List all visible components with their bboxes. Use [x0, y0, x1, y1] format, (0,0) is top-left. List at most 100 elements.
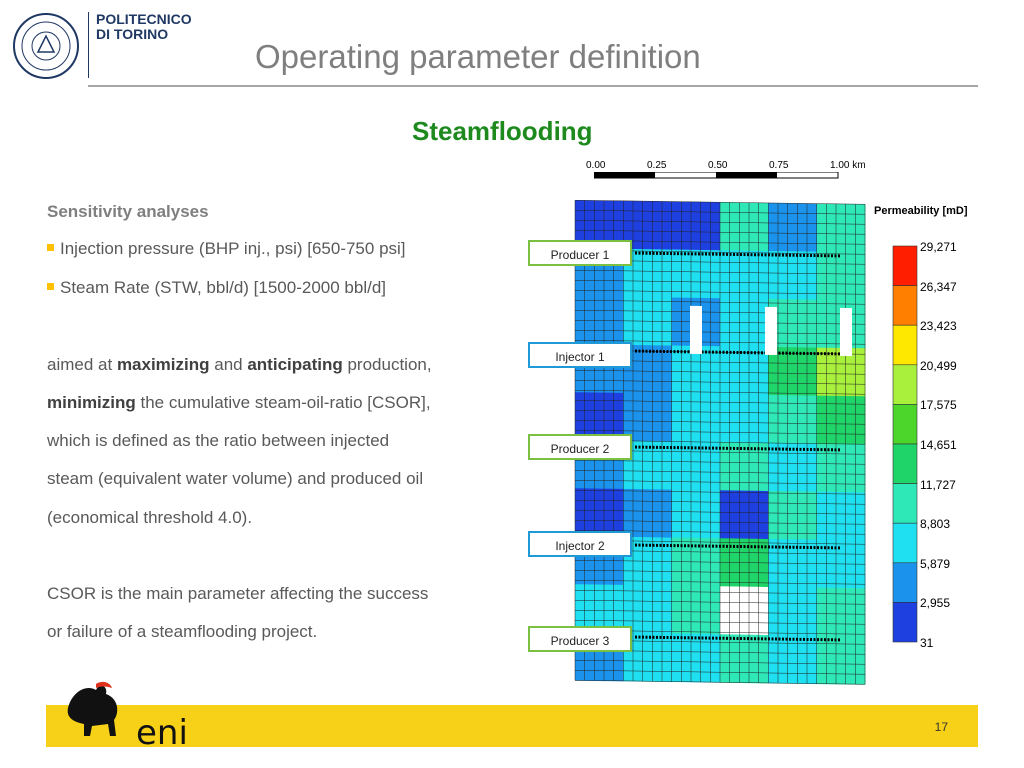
grid-block	[720, 442, 769, 492]
well-trajectory	[635, 349, 840, 356]
grid-line	[575, 389, 865, 395]
grid-block	[768, 346, 818, 397]
sensitivity-heading: Sensitivity analyses	[47, 202, 209, 221]
text-bold: maximizing	[116, 355, 210, 374]
text-bold: anticipating	[247, 355, 343, 374]
page-number: 17	[934, 720, 948, 734]
legend-swatch	[892, 562, 918, 603]
grid-line	[575, 309, 865, 315]
grid-line	[575, 579, 865, 585]
grid-line	[575, 399, 865, 405]
reservoir-grid-model	[574, 199, 866, 685]
legend-swatch	[892, 245, 918, 286]
legend-label: 20,499	[920, 358, 957, 373]
paragraph-line: minimizing the cumulative steam-oil-rati…	[47, 393, 527, 413]
grid-line	[575, 529, 865, 535]
grid-line	[575, 229, 865, 235]
grid-block	[720, 538, 769, 588]
grid-line	[575, 279, 865, 285]
legend-label: 17,575	[920, 398, 957, 413]
scale-bar	[594, 172, 839, 179]
bullet-injection-pressure: Injection pressure (BHP inj., psi) [650-…	[47, 239, 527, 259]
grid-line	[575, 409, 865, 415]
legend-swatch	[892, 522, 918, 564]
well-trajectory	[635, 635, 840, 642]
well-trajectory	[635, 445, 840, 452]
legend-label: 8,803	[920, 517, 951, 532]
scale-label: 0.75	[769, 160, 789, 171]
grid-block	[623, 632, 673, 683]
well-trajectory	[635, 251, 840, 258]
legend-label: 26,347	[920, 279, 957, 294]
grid-line	[575, 299, 865, 305]
text-bold: minimizing	[47, 393, 136, 412]
grid-block	[623, 296, 673, 347]
well-segment-marker	[690, 305, 702, 354]
grid-block	[816, 395, 866, 445]
legend-swatch	[892, 602, 918, 643]
grid-block	[768, 586, 818, 637]
text-run: the cumulative steam-oil-ratio [CSOR],	[135, 393, 431, 412]
title-rule	[88, 85, 978, 87]
grid-block	[623, 584, 673, 635]
slide-subtitle: Steamflooding	[412, 116, 593, 146]
grid-block	[575, 488, 624, 538]
grid-line	[575, 489, 865, 495]
grid-block	[768, 634, 818, 685]
footer-bar	[46, 705, 978, 747]
scale-label: 1.00 km	[830, 160, 866, 171]
well-label-injector-2: Injector 2	[528, 531, 632, 557]
grid-line	[575, 329, 865, 335]
grid-block	[720, 394, 769, 444]
politecnico-seal-logo	[13, 13, 79, 79]
grid-line	[575, 669, 865, 675]
grid-line	[575, 479, 865, 485]
bullet-steam-rate: Steam Rate (STW, bbl/d) [1500-2000 bbl/d…	[47, 278, 527, 298]
grid-line	[575, 679, 865, 685]
grid-line	[575, 609, 865, 615]
grid-line	[575, 269, 865, 275]
grid-block	[768, 442, 818, 493]
grid-line	[575, 659, 865, 665]
grid-block	[671, 393, 721, 443]
well-trajectory	[635, 543, 840, 550]
text-run: production,	[342, 355, 432, 374]
well-segment-marker	[765, 306, 777, 356]
bullet-text: Steam Rate (STW, bbl/d) [1500-2000 bbl/d…	[60, 278, 387, 297]
legend-label: 31	[920, 636, 934, 650]
legend-label: 2,955	[920, 596, 951, 611]
well-label-producer-3: Producer 3	[528, 626, 632, 652]
legend-swatch	[892, 285, 918, 326]
grid-block	[623, 344, 673, 395]
text-run: and	[209, 355, 248, 374]
university-line2: DI TORINO	[96, 26, 169, 42]
grid-block	[720, 346, 769, 396]
well-label-producer-1: Producer 1	[528, 240, 632, 266]
grid-line	[575, 469, 865, 475]
grid-line	[575, 219, 865, 225]
paragraph-line: or failure of a steamflooding project.	[47, 622, 318, 641]
grid-line	[575, 319, 865, 325]
grid-block	[816, 587, 866, 637]
grid-line	[575, 599, 865, 605]
grid-line	[575, 369, 865, 375]
legend-label: 14,651	[920, 438, 957, 452]
grid-line	[575, 459, 865, 465]
legend-swatch	[892, 404, 918, 445]
grid-line	[575, 419, 865, 425]
legend-label: 11,727	[920, 477, 956, 492]
paragraph-line: which is defined as the ratio between in…	[47, 431, 390, 450]
grid-block	[768, 490, 818, 541]
slide-title: Operating parameter definition	[255, 38, 701, 75]
grid-block	[768, 202, 818, 253]
grid-block	[816, 203, 866, 253]
grid-block	[671, 633, 721, 683]
well-label-injector-1: Injector 1	[528, 342, 632, 368]
university-line1: POLITECNICO	[96, 11, 192, 27]
grid-line	[575, 509, 865, 515]
grid-block	[671, 441, 721, 491]
grid-block	[720, 586, 769, 636]
grid-block	[575, 200, 624, 250]
grid-block	[816, 347, 866, 397]
grid-line	[575, 499, 865, 505]
